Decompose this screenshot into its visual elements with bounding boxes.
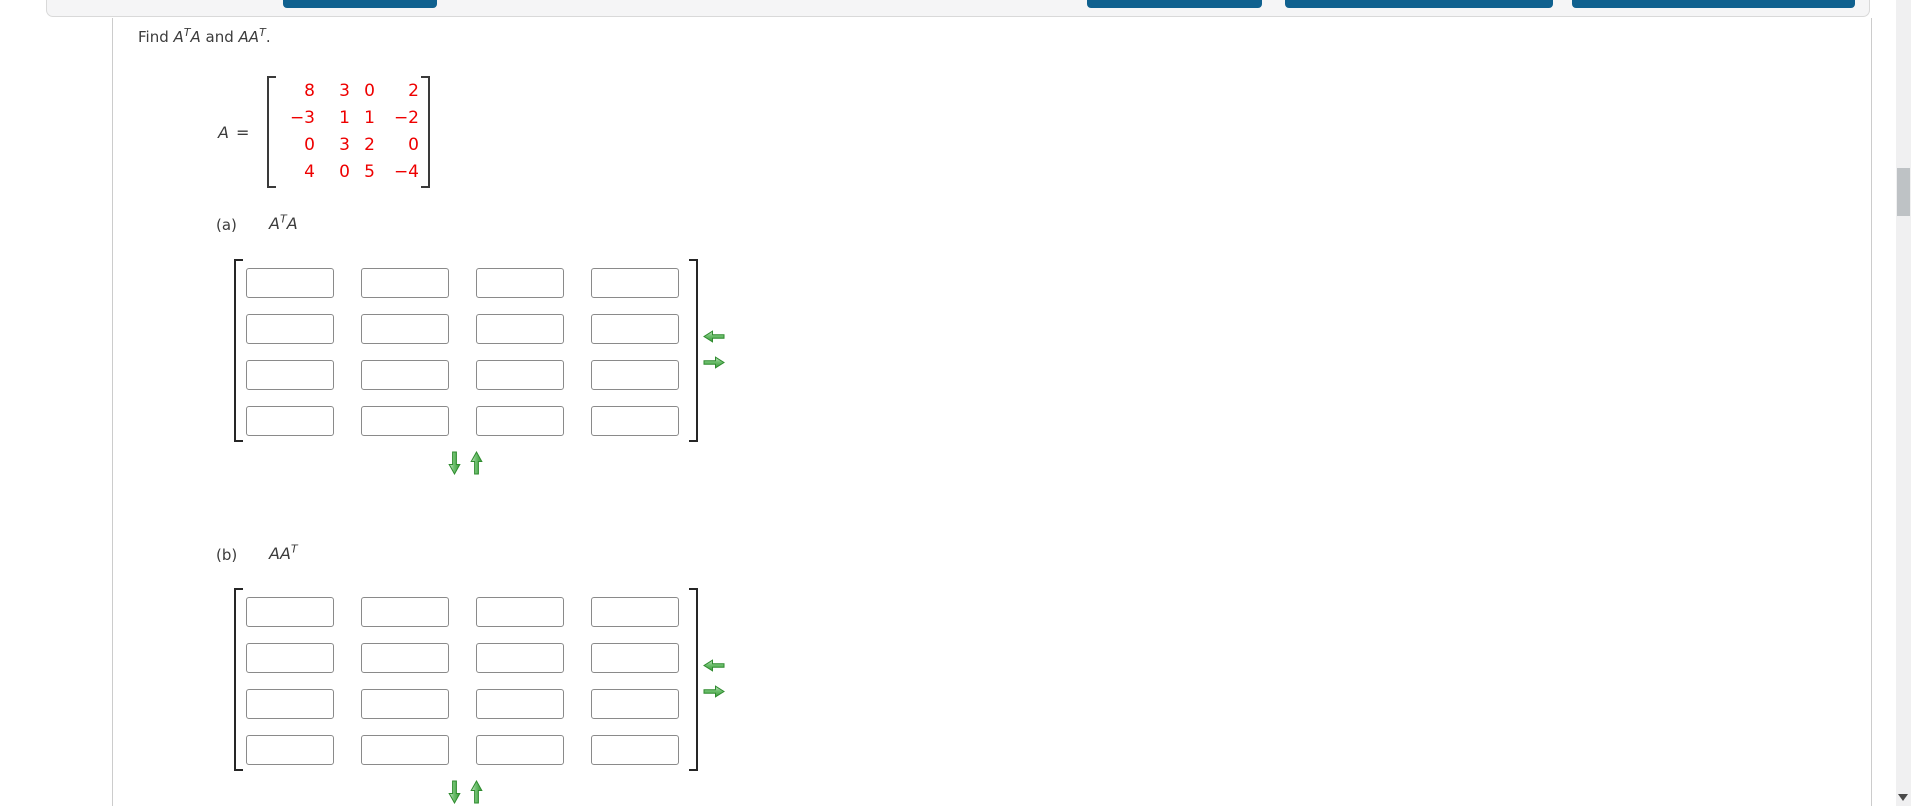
- math-var: A: [269, 214, 280, 233]
- math-sup: T: [279, 212, 287, 226]
- aat-input-r3c3[interactable]: [476, 689, 564, 719]
- math-var: A: [286, 214, 298, 233]
- toolbar-button-3[interactable]: [1285, 0, 1553, 8]
- ata-input-r3c4[interactable]: [591, 360, 679, 390]
- matrix-a-value: 8: [304, 81, 315, 101]
- matrix-right-bracket: [689, 259, 698, 442]
- aat-input-r4c4[interactable]: [591, 735, 679, 765]
- matrix-a-value: 3: [339, 135, 350, 155]
- math-sup: T: [259, 26, 266, 39]
- ata-input-r2c2[interactable]: [361, 314, 449, 344]
- aat-input-r3c4[interactable]: [591, 689, 679, 719]
- matrix-a-value: −2: [393, 108, 419, 128]
- question-prompt: Find ATA and AAT.: [138, 26, 271, 46]
- aat-input-r4c1[interactable]: [246, 735, 334, 765]
- matrix-right-bracket: [421, 76, 430, 188]
- aat-input-r2c1[interactable]: [246, 643, 334, 673]
- toolbar-button-1[interactable]: [283, 0, 437, 8]
- math-var: A: [173, 28, 184, 46]
- ata-input-r1c4[interactable]: [591, 268, 679, 298]
- ata-input-r4c4[interactable]: [591, 406, 679, 436]
- matrix-a-value: 2: [408, 81, 419, 101]
- ata-input-r1c3[interactable]: [476, 268, 564, 298]
- part-b-expression: AAT: [269, 544, 298, 563]
- part-a-expression: ATA: [269, 214, 298, 233]
- ata-answer-matrix: [234, 259, 874, 479]
- matrix-a-value: 5: [364, 162, 375, 182]
- matrix-a-value: 1: [339, 108, 350, 128]
- matrix-a-name: A: [218, 123, 229, 142]
- ata-input-r3c1[interactable]: [246, 360, 334, 390]
- ata-input-r4c1[interactable]: [246, 406, 334, 436]
- matrix-a-equation-label: A=: [218, 123, 249, 142]
- part-b-label: (b): [216, 546, 238, 564]
- aat-input-r2c2[interactable]: [361, 643, 449, 673]
- prompt-text: Find: [138, 28, 174, 46]
- matrix-a-value: −4: [393, 162, 419, 182]
- math-sup: T: [290, 542, 298, 556]
- matrix-right-bracket: [689, 588, 698, 771]
- question-panel: Find ATA and AAT. A= 8 3 0 2 −3 1 1 −2 0…: [112, 18, 1872, 806]
- aat-answer-matrix: [234, 588, 874, 808]
- matrix-left-bracket: [234, 588, 243, 771]
- ata-input-r4c2[interactable]: [361, 406, 449, 436]
- scroll-down-icon[interactable]: [1898, 794, 1908, 801]
- matrix-a-value: 2: [364, 135, 375, 155]
- ata-input-r2c1[interactable]: [246, 314, 334, 344]
- matrix-a-value: 0: [304, 135, 315, 155]
- prompt-text: and: [200, 28, 239, 46]
- ata-input-r3c3[interactable]: [476, 360, 564, 390]
- aat-input-r1c2[interactable]: [361, 597, 449, 627]
- matrix-left-bracket: [267, 76, 276, 188]
- matrix-a-values: 8 3 0 2 −3 1 1 −2 0 3 2 0 4 0 5 −4: [281, 78, 419, 186]
- aat-input-r4c3[interactable]: [476, 735, 564, 765]
- matrix-a-value: 1: [364, 108, 375, 128]
- aat-input-r3c1[interactable]: [246, 689, 334, 719]
- ata-input-r1c1[interactable]: [246, 268, 334, 298]
- toolbar-button-2[interactable]: [1087, 0, 1262, 8]
- increase-rows-arrow-icon[interactable]: [448, 451, 470, 475]
- matrix-a-display: 8 3 0 2 −3 1 1 −2 0 3 2 0 4 0 5 −4: [267, 76, 431, 188]
- math-sup: T: [183, 26, 191, 39]
- aat-input-r2c4[interactable]: [591, 643, 679, 673]
- scrollbar[interactable]: [1896, 0, 1911, 806]
- decrease-rows-arrow-icon[interactable]: [470, 780, 492, 804]
- math-var: AA: [238, 28, 260, 46]
- ata-input-r4c3[interactable]: [476, 406, 564, 436]
- math-var: A: [190, 28, 201, 46]
- decrease-columns-arrow-icon[interactable]: [703, 330, 725, 354]
- ata-answer-cells: [246, 268, 679, 436]
- aat-input-r1c3[interactable]: [476, 597, 564, 627]
- matrix-a-value: −3: [289, 108, 315, 128]
- increase-rows-arrow-icon[interactable]: [448, 780, 470, 804]
- aat-input-r3c2[interactable]: [361, 689, 449, 719]
- matrix-a-value: 3: [339, 81, 350, 101]
- increase-columns-arrow-icon[interactable]: [703, 356, 725, 380]
- prompt-text: .: [265, 28, 271, 46]
- equals-sign: =: [235, 123, 250, 142]
- ata-input-r1c2[interactable]: [361, 268, 449, 298]
- matrix-a-value: 0: [364, 81, 375, 101]
- scrollbar-thumb[interactable]: [1897, 168, 1910, 216]
- decrease-columns-arrow-icon[interactable]: [703, 659, 725, 683]
- aat-input-r4c2[interactable]: [361, 735, 449, 765]
- aat-input-r2c3[interactable]: [476, 643, 564, 673]
- aat-input-r1c1[interactable]: [246, 597, 334, 627]
- aat-input-r1c4[interactable]: [591, 597, 679, 627]
- ata-input-r3c2[interactable]: [361, 360, 449, 390]
- part-a-label: (a): [216, 216, 237, 234]
- matrix-a-value: 4: [304, 162, 315, 182]
- decrease-rows-arrow-icon[interactable]: [470, 451, 492, 475]
- matrix-left-bracket: [234, 259, 243, 442]
- matrix-a-value: 0: [408, 135, 419, 155]
- toolbar-button-4[interactable]: [1572, 0, 1855, 8]
- matrix-a-value: 0: [339, 162, 350, 182]
- increase-columns-arrow-icon[interactable]: [703, 685, 725, 709]
- ata-input-r2c4[interactable]: [591, 314, 679, 344]
- aat-answer-cells: [246, 597, 679, 765]
- ata-input-r2c3[interactable]: [476, 314, 564, 344]
- math-var: AA: [269, 544, 291, 563]
